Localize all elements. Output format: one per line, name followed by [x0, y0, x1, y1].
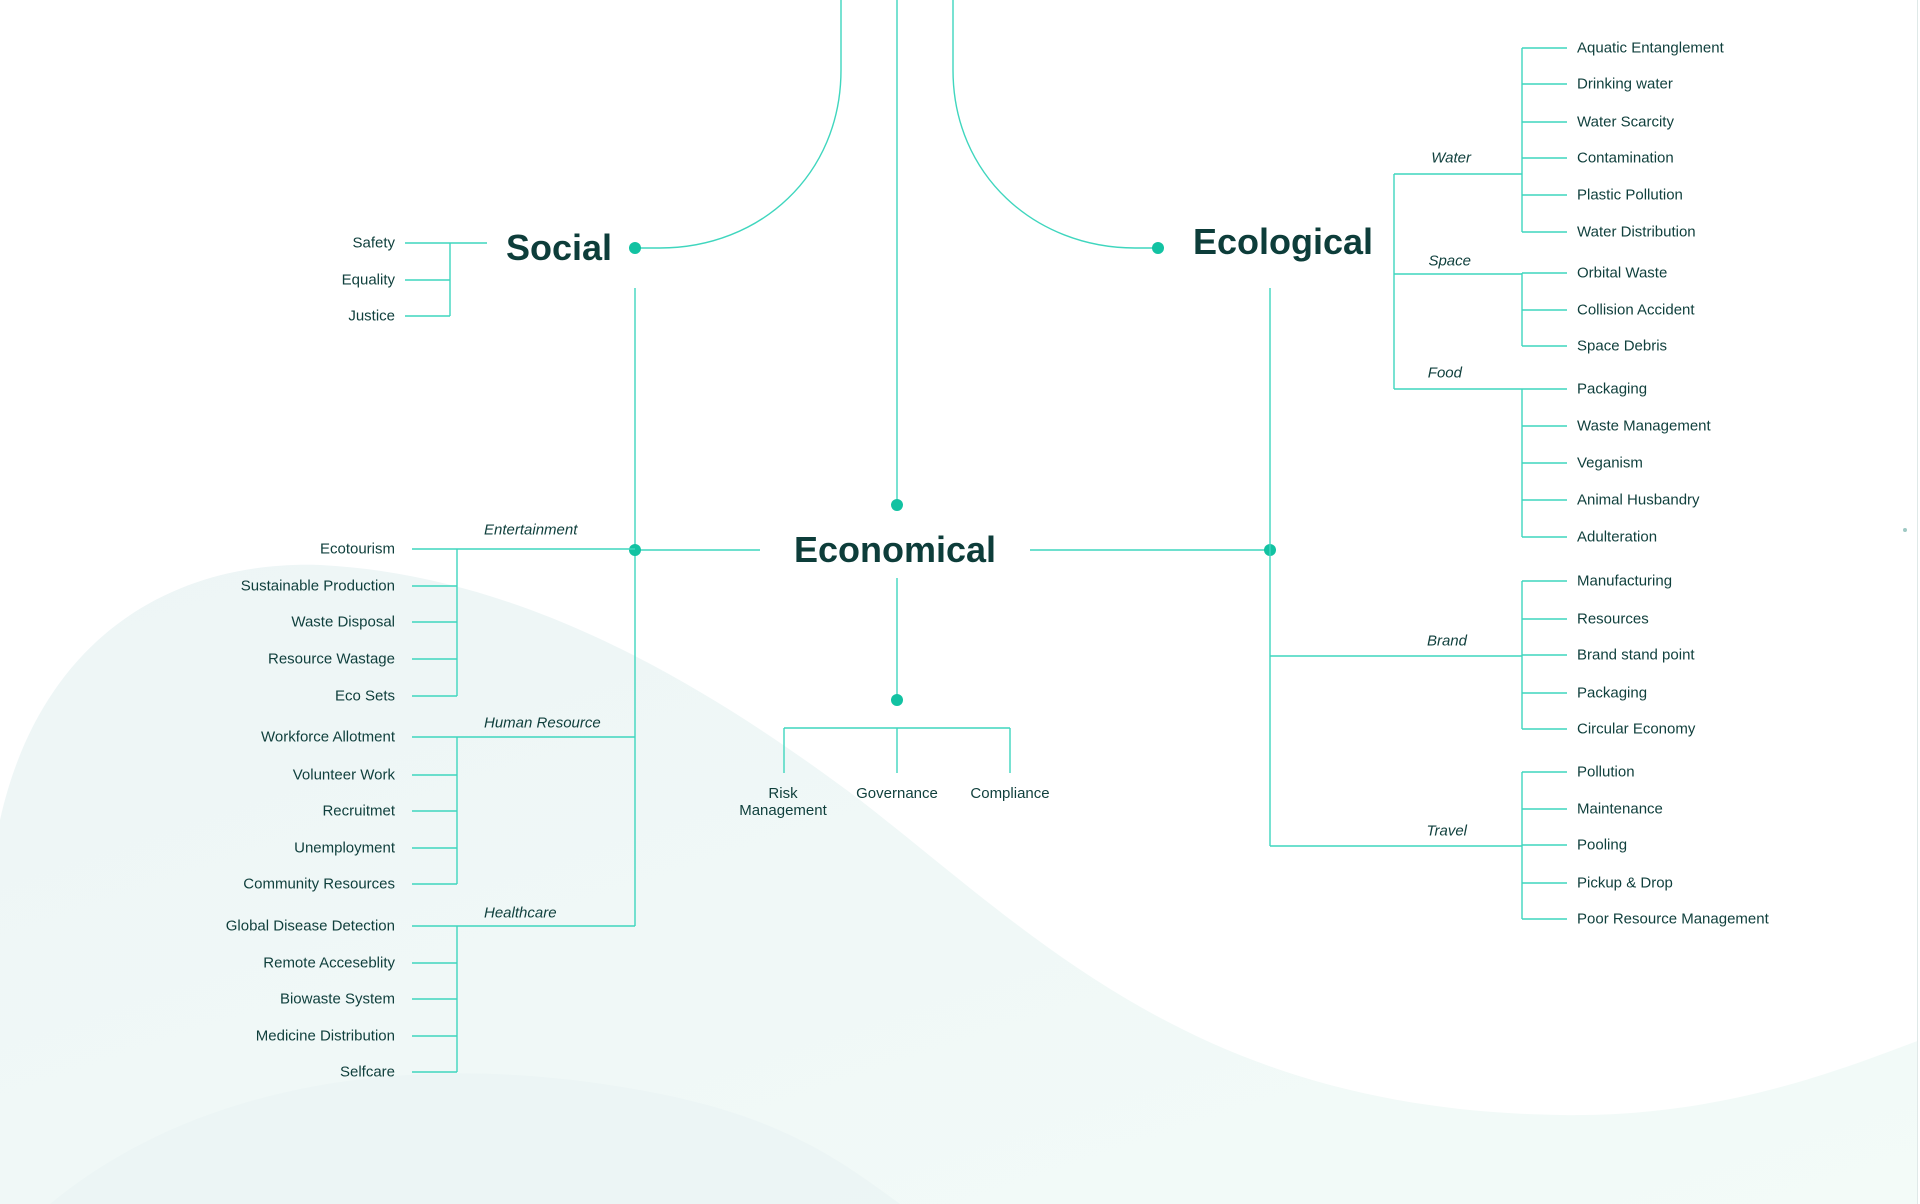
economical-top-dot	[891, 499, 903, 511]
travel-item: Pooling	[1577, 836, 1628, 854]
category-healthcare: Healthcare	[484, 904, 557, 922]
healthcare-item: Selfcare	[339, 1063, 395, 1081]
category-entertainment: Entertainment	[484, 521, 578, 539]
food-item: Packaging	[1577, 380, 1648, 398]
human-resource-item: Community Resources	[243, 875, 395, 893]
food-item: Adulteration	[1577, 528, 1658, 546]
brand-item: Circular Economy	[1577, 720, 1696, 738]
water-item: Aquatic Entanglement	[1577, 39, 1724, 57]
entertainment-item: Ecotourism	[319, 540, 395, 558]
category-food: Food	[1427, 364, 1462, 382]
economical-left-dot	[629, 544, 641, 556]
water-item: Drinking water	[1577, 75, 1673, 93]
hub-ecological: Ecological	[1193, 221, 1374, 262]
water-item: Plastic Pollution	[1577, 186, 1683, 204]
human-resource-item: Recruitmet	[322, 802, 395, 820]
healthcare-item: Biowaste System	[279, 990, 395, 1008]
brand-item: Resources	[1577, 610, 1649, 628]
social-dot	[629, 242, 641, 254]
ecological-dot	[1152, 242, 1164, 254]
economical-item-compliance: Compliance	[970, 785, 1050, 802]
social-item-justice: Justice	[348, 307, 395, 325]
ecological-curve	[952, 0, 1158, 249]
human-resource-item: Unemployment	[294, 839, 395, 857]
healthcare-item: Remote Acceseblity	[263, 954, 395, 972]
brand-item: Brand stand point	[1577, 646, 1695, 664]
space-item: Space Debris	[1577, 337, 1668, 355]
social-curve	[635, 0, 842, 249]
category-human-resource: Human Resource	[484, 714, 601, 732]
right-panel-edge	[1917, 0, 1920, 1204]
food-item: Animal Husbandry	[1577, 491, 1700, 509]
travel-item: Pickup & Drop	[1577, 874, 1673, 892]
economical-item-risk-management: Risk Management	[739, 785, 827, 820]
brand-item: Manufacturing	[1577, 572, 1673, 590]
economical-bottom-dot	[891, 694, 903, 706]
hub-social: Social	[506, 227, 613, 268]
entertainment-item: Eco Sets	[334, 687, 395, 705]
hub-economical: Economical	[793, 529, 997, 570]
water-item: Water Distribution	[1577, 223, 1696, 241]
healthcare-item: Global Disease Detection	[225, 917, 395, 935]
travel-item: Pollution	[1577, 763, 1635, 781]
water-item: Contamination	[1577, 149, 1674, 167]
space-item: Collision Accident	[1577, 301, 1695, 319]
entertainment-item: Resource Wastage	[267, 650, 395, 668]
category-water: Water	[1431, 149, 1471, 167]
category-travel: Travel	[1426, 822, 1467, 840]
social-item-safety: Safety	[352, 234, 395, 252]
food-item: Waste Management	[1577, 417, 1711, 435]
travel-item: Poor Resource Management	[1577, 910, 1769, 928]
entertainment-item: Waste Disposal	[291, 613, 395, 631]
brand-item: Packaging	[1577, 684, 1648, 702]
human-resource-item: Workforce Allotment	[261, 728, 395, 746]
economical-item-governance: Governance	[856, 785, 938, 802]
food-item: Veganism	[1577, 454, 1643, 472]
category-space: Space	[1428, 252, 1471, 270]
social-item-equality: Equality	[341, 271, 395, 289]
human-resource-item: Volunteer Work	[292, 766, 395, 784]
entertainment-item: Sustainable Production	[240, 577, 395, 595]
category-brand: Brand	[1426, 632, 1467, 650]
water-item: Water Scarcity	[1577, 113, 1674, 131]
space-item: Orbital Waste	[1577, 264, 1668, 282]
travel-item: Maintenance	[1577, 800, 1663, 818]
healthcare-item: Medicine Distribution	[255, 1027, 395, 1045]
